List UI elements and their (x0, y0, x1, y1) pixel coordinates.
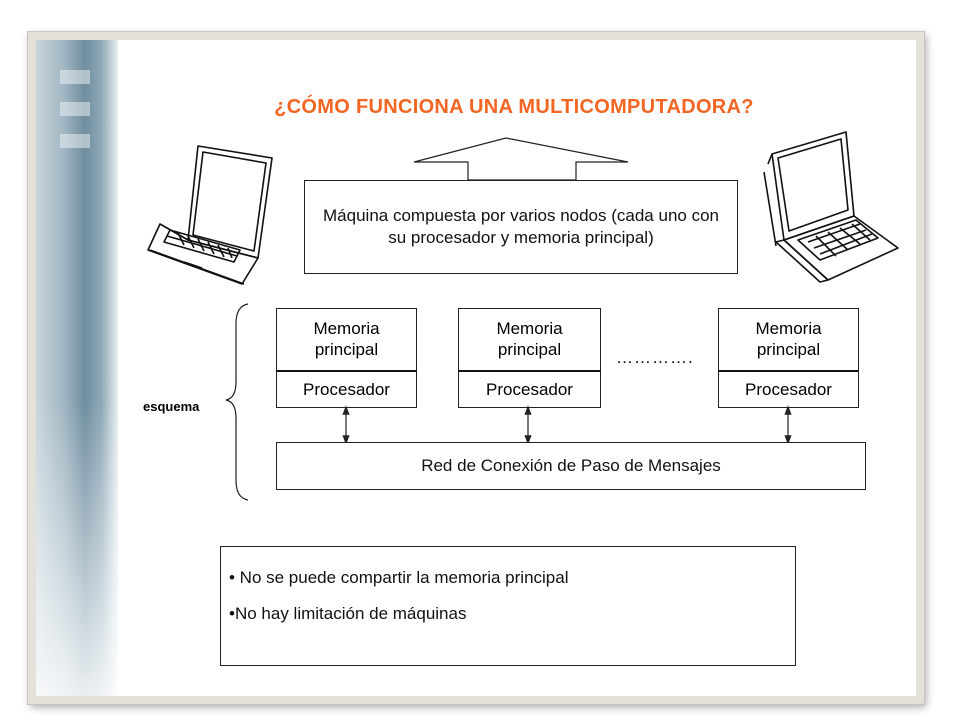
note-item: • No se puede compartir la memoria princ… (229, 568, 569, 587)
network-box: Red de Conexión de Paso de Mensajes (276, 442, 866, 490)
strip-deco-1 (60, 70, 90, 84)
node-memory-label: Memoria principal (276, 308, 417, 372)
node-processor-label: Procesador (718, 372, 859, 408)
node-processor-label: Procesador (276, 372, 417, 408)
left-brace (225, 303, 249, 501)
bidirectional-arrows (342, 405, 792, 445)
notes-box: • No se puede compartir la memoria princ… (220, 546, 796, 666)
machine-description-text: Máquina compuesta por varios nodos (cada… (323, 206, 719, 247)
node-1: Memoria principal Procesador (276, 308, 417, 408)
slide-frame: ¿CÓMO FUNCIONA UNA MULTICOMPUTADORA? Máq… (28, 32, 924, 704)
slide-content: ¿CÓMO FUNCIONA UNA MULTICOMPUTADORA? Máq… (36, 40, 916, 696)
decorative-side-strip (36, 40, 118, 696)
up-arrow-shape (413, 137, 629, 181)
ellipsis-label: …………. (616, 348, 694, 367)
strip-deco-3 (60, 134, 90, 148)
node-memory-label: Memoria principal (718, 308, 859, 372)
slide-title: ¿CÓMO FUNCIONA UNA MULTICOMPUTADORA? (274, 96, 754, 118)
laptop-icon-left (147, 145, 273, 285)
node-2: Memoria principal Procesador (458, 308, 601, 408)
machine-description-box: Máquina compuesta por varios nodos (cada… (304, 180, 738, 274)
note-item: •No hay limitación de máquinas (229, 603, 467, 623)
laptop-icon-right (763, 131, 899, 283)
strip-deco-2 (60, 102, 90, 116)
network-label: Red de Conexión de Paso de Mensajes (421, 456, 721, 476)
node-memory-label: Memoria principal (458, 308, 601, 372)
scheme-label: esquema (143, 399, 200, 414)
node-3: Memoria principal Procesador (718, 308, 859, 408)
